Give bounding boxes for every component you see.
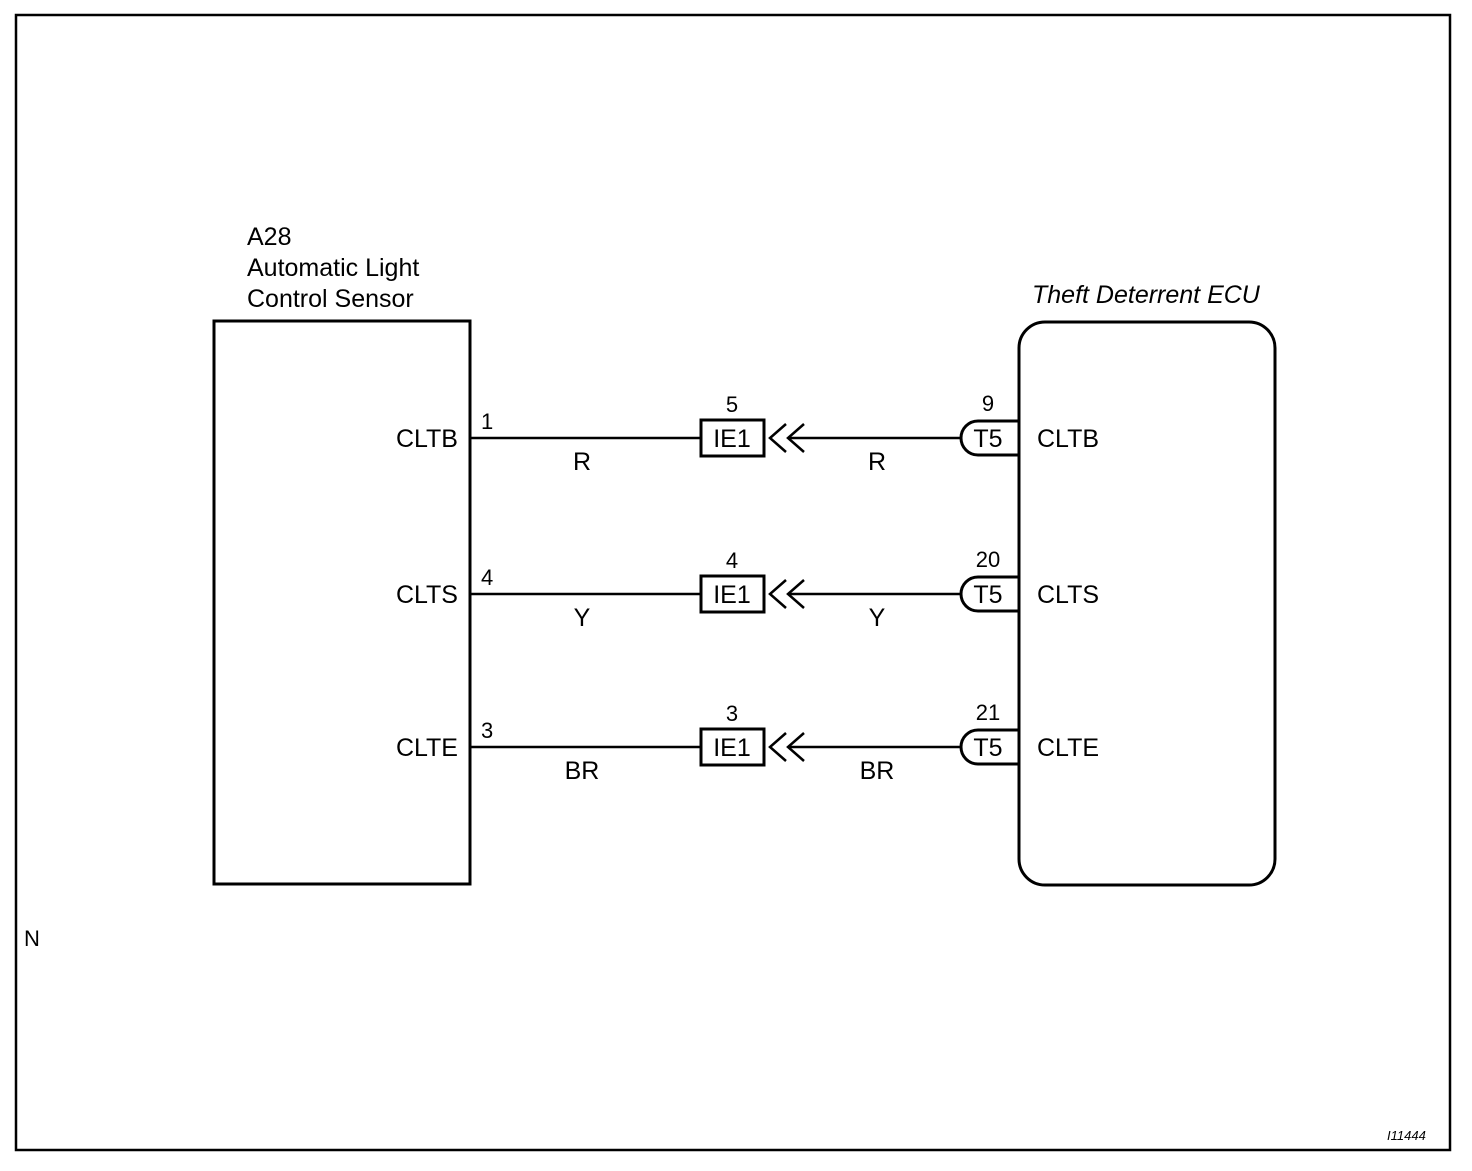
figure-id: I11444 — [1387, 1128, 1426, 1143]
sensor-pin-number: 3 — [481, 718, 493, 743]
ecu-signal-label: CLTS — [1037, 581, 1099, 609]
junction-pin-number: 5 — [726, 392, 738, 417]
sensor-signal-label: CLTB — [396, 425, 458, 453]
connector-chevron-icon — [768, 732, 805, 762]
wire-color-label: BR — [860, 757, 895, 785]
junction-pin-number: 4 — [726, 548, 738, 573]
ecu-connector-label: T5 — [973, 581, 1002, 609]
ecu-connector — [959, 728, 1019, 766]
sensor-name-line1: Automatic Light — [247, 254, 419, 282]
sensor-box — [212, 319, 472, 886]
junction-connector-label: IE1 — [713, 425, 751, 453]
sensor-name-line2: Control Sensor — [247, 285, 414, 313]
connector-chevron-icon — [768, 579, 805, 609]
margin-mark: N — [24, 926, 40, 951]
sensor-pin-number: 4 — [481, 565, 493, 590]
sensor-signal-label: CLTS — [396, 581, 458, 609]
ecu-connector — [959, 419, 1019, 457]
wire-color-label: Y — [869, 604, 886, 632]
ecu-signal-label: CLTB — [1037, 425, 1099, 453]
wire-color-label: BR — [565, 757, 600, 785]
sensor-code: A28 — [247, 223, 291, 251]
wire-color-label: Y — [574, 604, 591, 632]
wire-color-label: R — [868, 448, 886, 476]
ecu-pin-number: 9 — [982, 391, 994, 416]
junction-connector-label: IE1 — [713, 734, 751, 762]
junction-connector — [699, 418, 766, 458]
ecu-connector-label: T5 — [973, 425, 1002, 453]
junction-connector — [699, 727, 766, 767]
wire-color-label: R — [573, 448, 591, 476]
sensor-pin-number: 1 — [481, 409, 493, 434]
sensor-signal-label: CLTE — [396, 734, 458, 762]
junction-connector-label: IE1 — [713, 581, 751, 609]
ecu-box — [1017, 320, 1277, 887]
diagram-frame — [14, 13, 1452, 1152]
connector-chevron-icon — [768, 423, 805, 453]
ecu-signal-label: CLTE — [1037, 734, 1099, 762]
junction-connector — [699, 574, 766, 614]
ecu-pin-number: 21 — [976, 700, 1000, 725]
ecu-connector — [959, 575, 1019, 613]
ecu-pin-number: 20 — [976, 547, 1000, 572]
ecu-connector-label: T5 — [973, 734, 1002, 762]
junction-pin-number: 3 — [726, 701, 738, 726]
ecu-name: Theft Deterrent ECU — [1032, 281, 1261, 309]
